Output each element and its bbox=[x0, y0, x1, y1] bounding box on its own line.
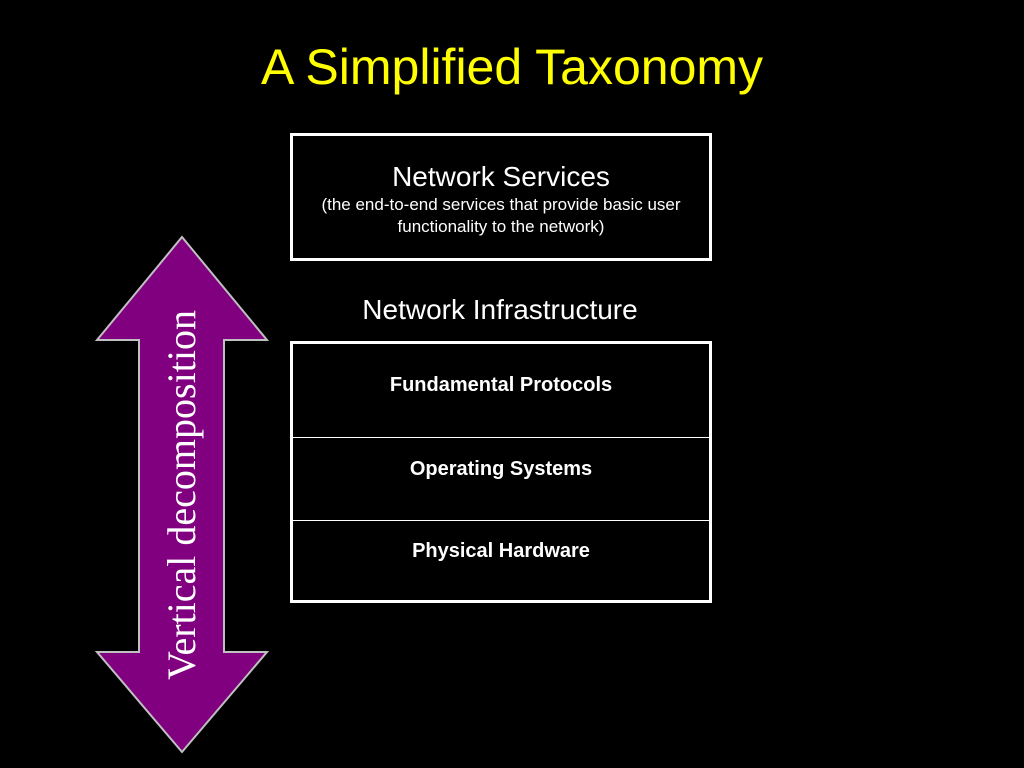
network-services-box: Network Services (the end-to-end service… bbox=[290, 133, 712, 261]
vertical-decomposition-label: Vertical decomposition bbox=[159, 310, 204, 680]
layer-physical-hardware: Physical Hardware bbox=[412, 540, 590, 562]
network-services-title: Network Services bbox=[392, 161, 610, 192]
infrastructure-stack: Fundamental Protocols Operating Systems … bbox=[290, 341, 712, 603]
layer-divider bbox=[293, 437, 709, 438]
network-services-description: (the end-to-end services that provide ba… bbox=[321, 195, 681, 236]
layer-fundamental-protocols: Fundamental Protocols bbox=[389, 374, 613, 396]
layer-divider bbox=[293, 520, 709, 521]
layer-operating-systems: Operating Systems bbox=[409, 458, 593, 480]
network-infrastructure-label: Network Infrastructure bbox=[362, 294, 638, 325]
slide-title: A Simplified Taxonomy bbox=[260, 39, 764, 95]
